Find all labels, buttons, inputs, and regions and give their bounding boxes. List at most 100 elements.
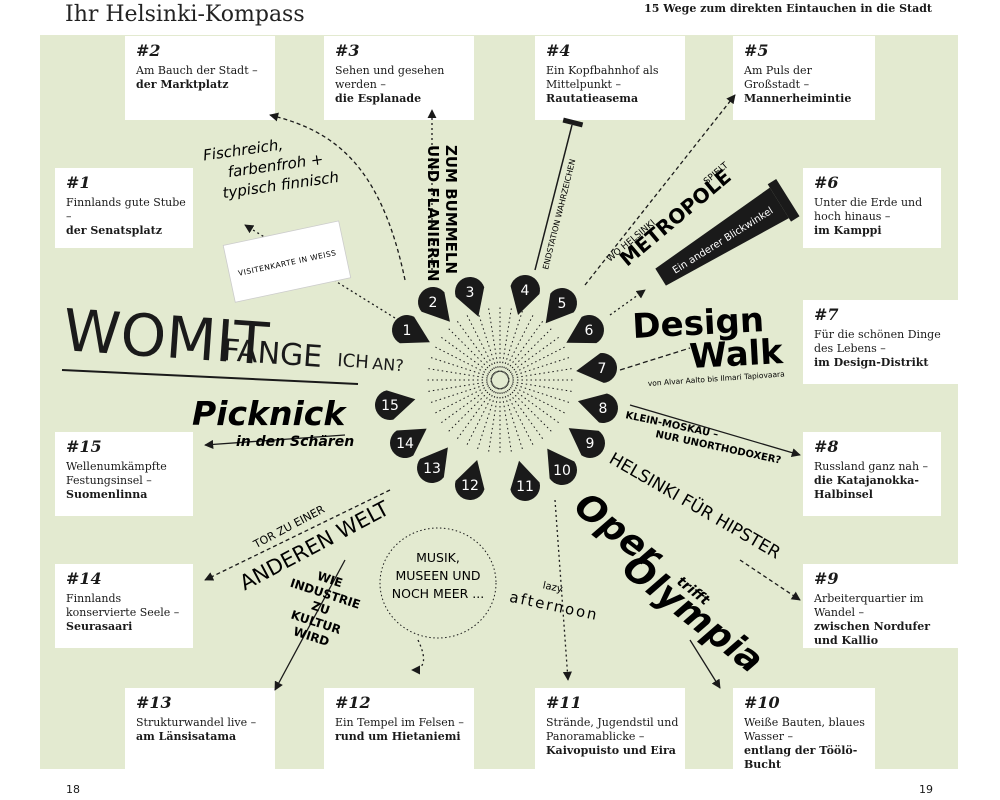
page-number-left: 18	[66, 783, 80, 796]
oper-olympia-slogan: Oper trifft Olympia	[566, 485, 770, 682]
pin-number: 9	[586, 436, 595, 452]
pin-number: 15	[381, 398, 399, 414]
pin-drop	[455, 277, 485, 317]
destination-card-5[interactable]: #5 Am Puls der Großstadt – Mannerheimint…	[733, 36, 875, 120]
destination-card-9[interactable]: #9 Arbeiterquartier im Wandel – zwischen…	[803, 564, 958, 648]
compass-ray	[503, 386, 535, 448]
destination-card-10[interactable]: #10 Weiße Bauten, blaues Wasser – entlan…	[733, 688, 875, 771]
pin-drop	[568, 428, 605, 458]
connector-14	[204, 489, 391, 581]
destination-card-13[interactable]: #13 Strukturwandel live – am Länsisatama	[125, 688, 275, 770]
compass-ray	[446, 326, 495, 375]
destination-number: #8	[814, 437, 839, 456]
destination-card-8[interactable]: #8 Russland ganz nah – die Katajanokka-H…	[803, 432, 941, 516]
pin-2: 2	[418, 287, 450, 322]
pin-number: 1	[403, 323, 412, 339]
compass-ray	[446, 385, 495, 434]
klein-moskau-slogan: KLEIN-MOSKAU – NUR UNORTHODOXER?	[624, 410, 782, 466]
bummeln-line-2: UND FLANIEREN	[424, 145, 442, 282]
destination-name: Rautatieasema	[546, 92, 639, 105]
page-number-right: 19	[919, 783, 933, 796]
pin-number: 4	[521, 283, 530, 299]
endstation-slogan: ENDSTATION WAHRZEICHEN	[541, 117, 584, 270]
pin-5: 5	[545, 288, 577, 324]
connector-10	[689, 639, 721, 689]
destination-number: #1	[66, 173, 91, 192]
destination-card-7[interactable]: #7 Für die schönen Dinge des Lebens – im…	[803, 300, 958, 384]
destination-card-12[interactable]: #12 Ein Tempel im Felsen – rund um Hieta…	[324, 688, 474, 770]
compass-ray	[506, 383, 568, 415]
pin-drop	[510, 275, 540, 316]
destination-card-3[interactable]: #3 Sehen und gesehen werden – die Esplan…	[324, 36, 474, 120]
destination-text: Für die schönen Dinge des Lebens –	[814, 328, 941, 355]
compass-ray	[425, 380, 493, 393]
pin-13: 13	[417, 447, 448, 483]
pin-drop	[577, 393, 618, 423]
destination-number: #13	[136, 693, 172, 712]
destination-number: #9	[814, 569, 839, 588]
destination-card-11[interactable]: #11 Strände, Jugendstil und Panoramablic…	[535, 688, 685, 770]
compass-ray	[432, 383, 494, 415]
pin-drop	[417, 447, 448, 483]
pin-1: 1	[392, 315, 430, 344]
destination-number: #15	[66, 437, 102, 456]
bummeln-line-1: ZUM BUMMELN	[442, 145, 460, 274]
pin-number: 14	[396, 436, 414, 452]
destination-text: Ein Tempel im Felsen –	[335, 716, 464, 729]
connector-2	[269, 112, 406, 281]
pin-14: 14	[390, 428, 427, 458]
picknick-slogan: Picknick in den Schären	[192, 394, 354, 450]
lazy-afternoon-slogan: lazy afternoon	[508, 580, 600, 624]
pin-number: 6	[585, 323, 594, 339]
connector-13	[274, 559, 346, 691]
destination-text: Russland ganz nah –	[814, 460, 929, 473]
klein-moskau-2: NUR UNORTHODOXER?	[654, 429, 782, 466]
destination-number: #4	[546, 41, 571, 60]
connector-8	[629, 404, 801, 458]
page-title: Ihr Helsinki-Kompass	[65, 2, 305, 27]
compass-ray	[506, 345, 568, 377]
destination-number: #14	[66, 569, 102, 588]
connector-12	[411, 639, 425, 675]
destination-name: Kaivopuisto und Eira	[546, 744, 676, 757]
pin-number: 2	[429, 295, 438, 311]
destination-name: zwischen Nordufer und Kallio	[814, 620, 931, 647]
compass-ray	[500, 305, 513, 373]
connector-5	[584, 94, 736, 286]
destination-card-6[interactable]: #6 Unter die Erde und hoch hinaus – im K…	[803, 168, 941, 248]
connector-11	[554, 499, 572, 681]
pin-drop	[566, 315, 604, 344]
pin-7: 7	[576, 353, 617, 383]
pin-drop	[375, 390, 416, 420]
pin-drop	[547, 448, 577, 485]
destination-card-15[interactable]: #15 Wellenumkämpfte Festungsinsel – Suom…	[55, 432, 193, 516]
picknick: Picknick	[192, 394, 347, 433]
pin-drop	[390, 428, 427, 458]
connector-6	[609, 289, 646, 316]
connector-15	[204, 434, 346, 449]
womit-word-4: AN?	[372, 354, 405, 375]
destination-text: Am Puls der Großstadt –	[744, 64, 812, 91]
musik-line-1: MUSIK,	[416, 550, 460, 565]
destination-name: rund um Hietaniemi	[335, 730, 461, 743]
pin-number: 8	[599, 401, 608, 417]
olympia: Olympia	[614, 547, 770, 682]
destination-card-4[interactable]: #4 Ein Kopfbahnhof als Mittelpunkt – Rau…	[535, 36, 685, 120]
pin-10: 10	[547, 448, 577, 485]
compass-rays	[425, 305, 575, 455]
compass-ray	[505, 385, 554, 434]
destination-card-2[interactable]: #2 Am Bauch der Stadt – der Marktplatz	[125, 36, 275, 120]
pin-number: 12	[461, 478, 479, 494]
destination-card-1[interactable]: #1 Finnlands gute Stube – der Senatsplat…	[55, 168, 193, 248]
compass-ray	[503, 312, 535, 374]
destination-text: Am Bauch der Stadt –	[136, 64, 258, 77]
destination-card-14[interactable]: #14 Finnlands konservierte Seele – Seura…	[55, 564, 193, 648]
pin-drop	[510, 460, 540, 501]
destination-number: #7	[814, 305, 839, 324]
compass-ray	[465, 312, 497, 374]
pin-12: 12	[455, 460, 485, 500]
pin-9: 9	[568, 428, 605, 458]
destination-text: Strände, Jugendstil und Panoramablicke –	[546, 716, 679, 743]
